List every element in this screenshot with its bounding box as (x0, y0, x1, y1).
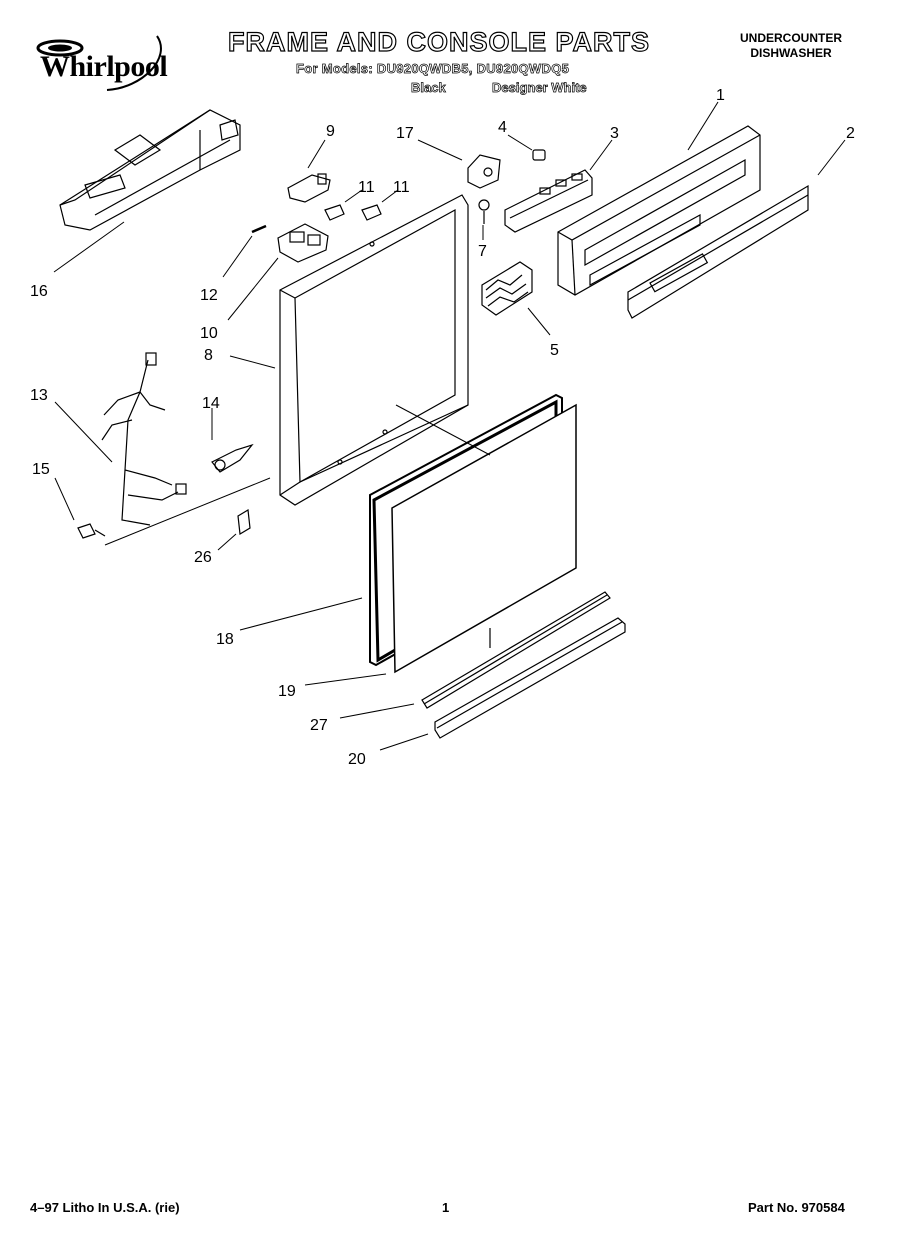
category-line-2: DISHWASHER (750, 46, 832, 60)
part-16-vent-housing (59, 109, 241, 231)
part-9-bracket (287, 173, 331, 203)
variant-black-label: Black (411, 80, 446, 96)
callout-11-b: 11 (393, 179, 410, 196)
page-title: FRAME AND CONSOLE PARTS (227, 26, 651, 57)
part-11-clip-b (361, 204, 382, 221)
part-3-control-board (504, 169, 593, 233)
callout-8: 8 (204, 347, 213, 364)
variant-white-label: Designer White (492, 80, 587, 96)
callout-20: 20 (348, 751, 366, 768)
model-numbers: For Models: DU920QWDB5, DU920QWDQ5 (296, 61, 570, 77)
callout-14: 14 (202, 395, 220, 412)
callout-19: 19 (278, 683, 296, 700)
callout-1: 1 (716, 87, 725, 104)
part-11-clip-a (324, 204, 345, 221)
whirlpool-logo-swoosh-icon (36, 35, 162, 91)
callout-18: 18 (216, 631, 234, 648)
part-8-door-frame (279, 194, 469, 506)
part-17-switch (467, 154, 501, 189)
part-5-wire-harness (481, 261, 533, 316)
part-1-console-panel (557, 125, 761, 296)
callout-13: 13 (30, 387, 48, 404)
part-27-trim-strip (421, 591, 611, 709)
part-number: Part No. 970584 (748, 1200, 845, 1215)
print-info: 4–97 Litho In U.S.A. (rie) (30, 1200, 180, 1215)
callout-17: 17 (396, 125, 414, 142)
part-26-bracket (237, 509, 251, 535)
callout-10: 10 (200, 325, 218, 342)
part-7-screw (478, 199, 490, 224)
part-10-switch-holder (277, 223, 329, 263)
appliance-category: UNDERCOUNTER DISHWASHER (740, 31, 842, 61)
part-20-bottom-trim (434, 617, 626, 739)
page-number: 1 (442, 1200, 450, 1215)
callout-16: 16 (30, 283, 48, 300)
callout-27: 27 (310, 717, 328, 734)
part-13-wiring-harness (101, 352, 187, 526)
callout-2: 2 (846, 125, 855, 142)
callout-12: 12 (200, 287, 218, 304)
category-line-1: UNDERCOUNTER (740, 31, 842, 45)
callout-26: 26 (194, 549, 212, 566)
part-2-console-trim (627, 184, 809, 319)
part-14-thermal-switch (211, 443, 254, 473)
part-19-door-insert (391, 403, 577, 674)
part-15-screw (77, 523, 106, 539)
brand-logo: Whirlpool (40, 50, 168, 83)
callout-9: 9 (326, 123, 335, 140)
leader-lines (53, 101, 846, 751)
callout-15: 15 (32, 461, 50, 478)
callout-11-a: 11 (358, 179, 375, 196)
callout-5: 5 (550, 342, 559, 359)
part-12-pin (251, 224, 267, 234)
callout-4: 4 (498, 119, 507, 136)
callout-7: 7 (478, 243, 487, 260)
callout-3: 3 (610, 125, 619, 142)
part-4-knob (532, 149, 546, 161)
